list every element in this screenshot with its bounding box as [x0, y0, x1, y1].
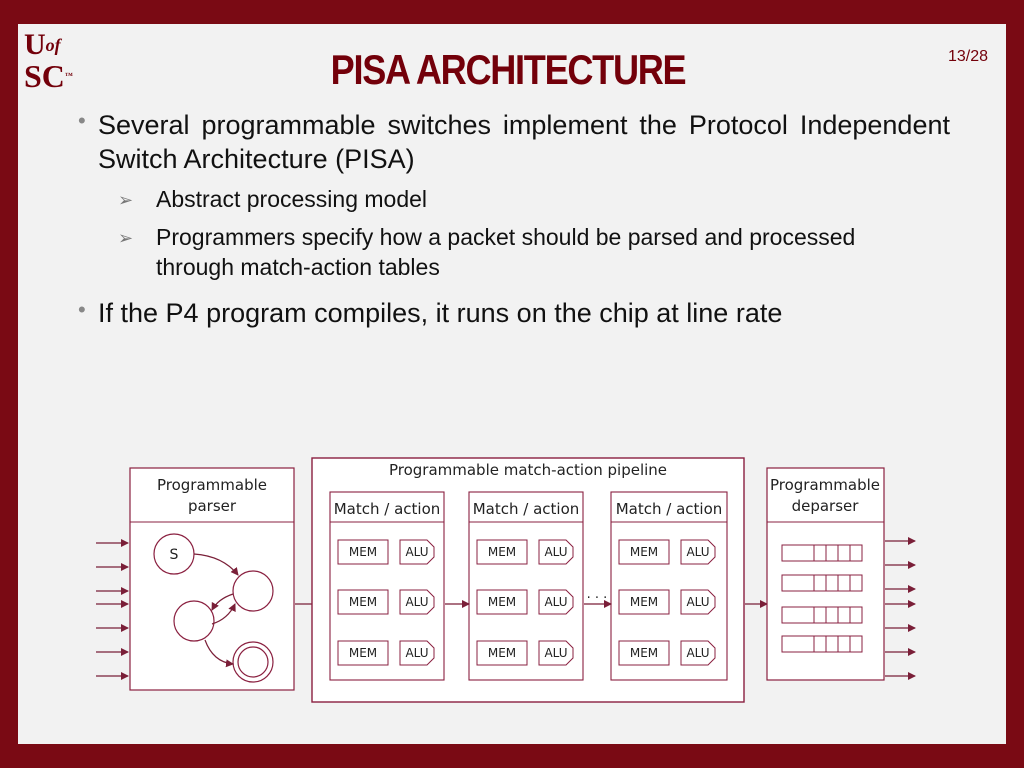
- bullet-2: If the P4 program compiles, it runs on t…: [98, 298, 783, 328]
- parser-label-line2: parser: [188, 497, 237, 515]
- slide: Uof SC™ PISA ARCHITECTURE 13/28 • Severa…: [18, 24, 1006, 744]
- alu-block: [680, 640, 716, 666]
- queue-bar: [781, 574, 863, 592]
- stage-label: Match / action: [616, 500, 723, 518]
- mem-block: [476, 640, 528, 666]
- arrow-bullet-icon: ➢: [118, 190, 134, 210]
- mem-label: MEM: [349, 646, 377, 660]
- alu-label: ALU: [405, 595, 428, 609]
- alu-block: [680, 539, 716, 565]
- alu-label: ALU: [405, 646, 428, 660]
- logo-u: U: [24, 28, 46, 61]
- alu-label: ALU: [405, 545, 428, 559]
- alu-label: ALU: [544, 646, 567, 660]
- mem-block: [618, 539, 670, 565]
- parser-transition: [193, 553, 239, 576]
- parser-state: [232, 570, 274, 612]
- mem-block: [476, 539, 528, 565]
- bullet-dot-icon: •: [78, 297, 86, 322]
- bullet-dot-icon: •: [78, 108, 86, 133]
- mem-alu-grid: MEM ALU MEM ALU MEM ALU MEM ALU MEM ALU MEM ALU MEM A…: [337, 539, 716, 666]
- logo-line2: SC™: [24, 60, 73, 92]
- deparser-block: Programmable deparser: [766, 467, 885, 681]
- mem-block: [618, 589, 670, 615]
- logo-sc: SC: [24, 58, 65, 94]
- bullet-1: Several programmable switches implement …: [98, 110, 950, 174]
- parser-block: Programmable parser S: [129, 467, 295, 691]
- deparser-label-line1: Programmable: [770, 476, 880, 494]
- input-arrows: [96, 539, 129, 680]
- alu-block: [538, 589, 574, 615]
- mem-label: MEM: [488, 595, 516, 609]
- parser-accept-inner: [237, 646, 269, 678]
- mem-block: [618, 640, 670, 666]
- sub-bullet-1: Abstract processing model: [156, 186, 428, 212]
- mem-label: MEM: [630, 646, 658, 660]
- mem-block: [337, 539, 389, 565]
- pipeline-label: Programmable match-action pipeline: [389, 461, 667, 479]
- mem-label: MEM: [630, 545, 658, 559]
- parser-state: [173, 600, 215, 642]
- mem-block: [337, 589, 389, 615]
- mem-label: MEM: [630, 595, 658, 609]
- pisa-diagram: Programmable parser S Programmable ma: [96, 457, 916, 703]
- alu-label: ALU: [544, 545, 567, 559]
- pipeline-block: Programmable match-action pipeline Match…: [311, 457, 745, 703]
- alu-block: [399, 640, 435, 666]
- mem-label: MEM: [488, 545, 516, 559]
- queue-bar: [781, 635, 863, 653]
- queue-bar: [781, 606, 863, 624]
- parser-transition: [211, 603, 236, 625]
- alu-label: ALU: [544, 595, 567, 609]
- stage-ellipsis: · · ·: [587, 591, 608, 606]
- mem-label: MEM: [349, 595, 377, 609]
- queue-bar: [781, 544, 863, 562]
- alu-label: ALU: [686, 646, 709, 660]
- parser-start-label: S: [170, 547, 179, 563]
- alu-label: ALU: [686, 595, 709, 609]
- mem-block: [476, 589, 528, 615]
- alu-block: [399, 539, 435, 565]
- mem-block: [337, 640, 389, 666]
- page-number: 13/28: [947, 48, 988, 65]
- deparser-label-line2: deparser: [792, 497, 860, 515]
- mem-label: MEM: [488, 646, 516, 660]
- slide-title: PISA ARCHITECTURE: [330, 46, 687, 93]
- logo-trademark: ™: [64, 71, 73, 80]
- parser-transition: [211, 593, 234, 611]
- logo-line1: Uof: [24, 30, 61, 60]
- alu-block: [680, 589, 716, 615]
- parser-label-line1: Programmable: [157, 476, 267, 494]
- output-arrows: [885, 537, 916, 680]
- logo-of: of: [45, 35, 61, 55]
- deparser-queues: [781, 544, 863, 653]
- arrow-bullet-icon: ➢: [118, 228, 134, 248]
- stage-label: Match / action: [473, 500, 580, 518]
- usc-logo: Uof SC™: [24, 30, 84, 94]
- parser-accept-state: [232, 641, 274, 683]
- alu-block: [538, 539, 574, 565]
- alu-block: [538, 640, 574, 666]
- mem-label: MEM: [349, 545, 377, 559]
- parser-transition: [204, 639, 234, 668]
- alu-label: ALU: [686, 545, 709, 559]
- alu-block: [399, 589, 435, 615]
- stage-label: Match / action: [334, 500, 441, 518]
- sub-bullet-2: Programmers specify how a packet should …: [156, 224, 856, 280]
